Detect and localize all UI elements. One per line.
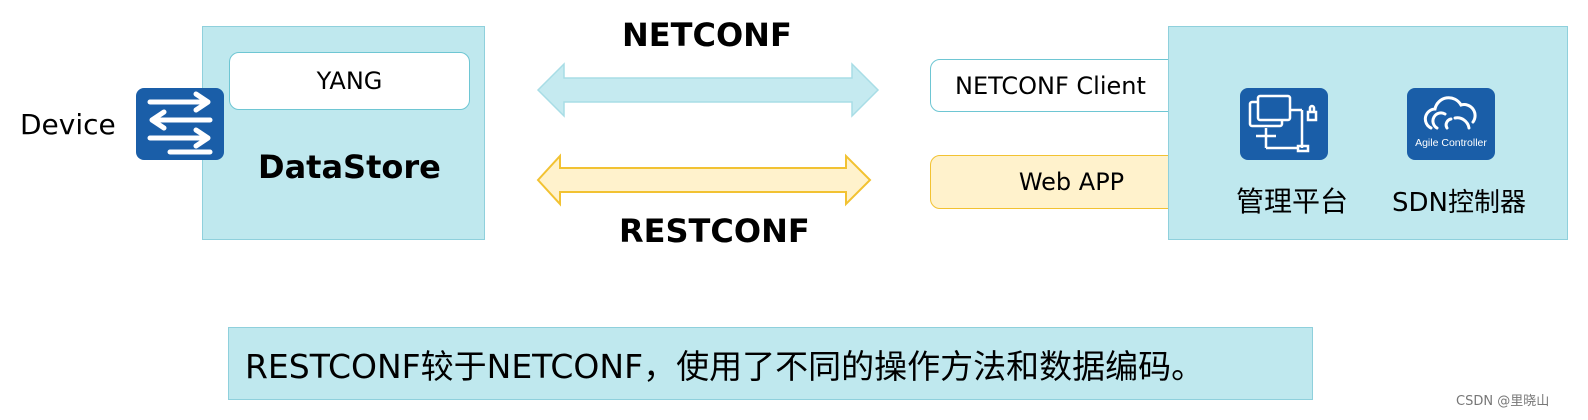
note-box: RESTCONF较于NETCONF，使用了不同的操作方法和数据编码。 [228, 327, 1313, 400]
netconf-client-label: NETCONF Client [955, 71, 1146, 100]
restconf-label: RESTCONF [619, 212, 810, 250]
agile-controller-icon: Agile Controller [1407, 88, 1495, 160]
management-container [1168, 26, 1568, 240]
yang-box: YANG [229, 52, 470, 110]
device-label: Device [20, 108, 116, 141]
netconf-label: NETCONF [622, 16, 792, 54]
datastore-label: DataStore [258, 148, 441, 186]
management-platform-label: 管理平台 [1236, 185, 1349, 218]
web-app-label: Web APP [1018, 168, 1125, 196]
netconf-double-arrow [536, 62, 880, 118]
network-switch-icon [136, 88, 224, 160]
watermark: CSDN @里晓山 [1456, 394, 1550, 409]
agile-controller-icon-text: Agile Controller [1415, 137, 1487, 149]
note-text: RESTCONF较于NETCONF，使用了不同的操作方法和数据编码。 [245, 346, 1205, 386]
netconf-client-box: NETCONF Client [930, 59, 1213, 112]
web-app-box: Web APP [930, 155, 1213, 209]
restconf-double-arrow [536, 152, 880, 208]
sdn-controller-label: SDN控制器 [1392, 188, 1526, 218]
management-platform-icon [1240, 88, 1328, 160]
yang-label: YANG [316, 67, 383, 95]
